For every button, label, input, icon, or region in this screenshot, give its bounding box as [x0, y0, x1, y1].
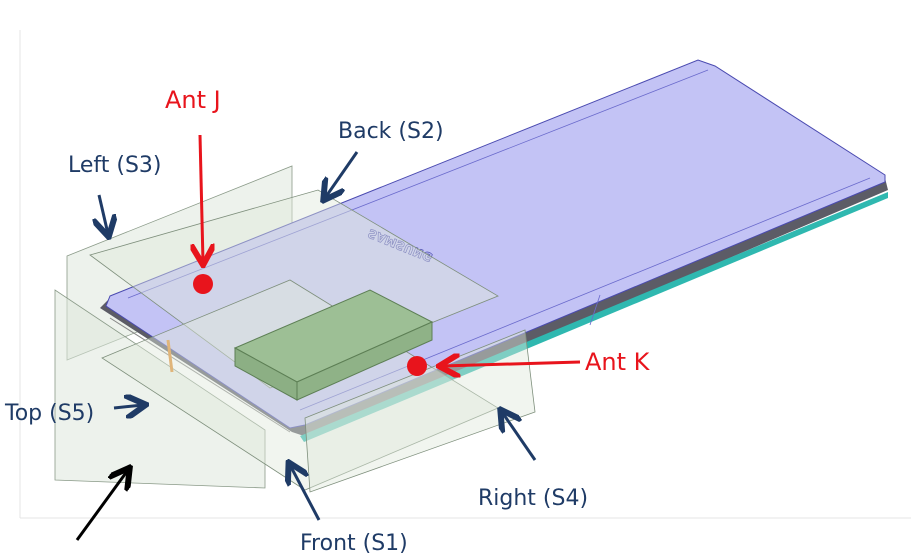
ant-j-point [193, 274, 213, 294]
front-label: Front (S1) [300, 531, 408, 556]
orange-marker [166, 339, 174, 373]
right-arrow [502, 412, 537, 461]
component-block [233, 289, 434, 401]
front-arrow [290, 465, 321, 521]
ant-j-label: Ant J [165, 86, 221, 114]
left-arrow [99, 194, 108, 234]
ant-k-label: Ant K [585, 348, 651, 376]
ant-k-point [407, 356, 427, 376]
back-panel-s2 [89, 189, 499, 389]
left-label: Left (S3) [68, 153, 162, 178]
view-direction-arrow [75, 470, 128, 541]
top-label: Top (S5) [4, 401, 94, 426]
back-arrow [325, 151, 359, 198]
back-label: Back (S2) [338, 119, 444, 144]
top-arrow [113, 405, 143, 408]
right-label: Right (S4) [478, 486, 588, 511]
ant-k-arrow [442, 362, 581, 366]
phone-front-edge [300, 192, 888, 442]
top-panel-s5 [54, 289, 266, 489]
ant-j-arrow [200, 134, 203, 262]
